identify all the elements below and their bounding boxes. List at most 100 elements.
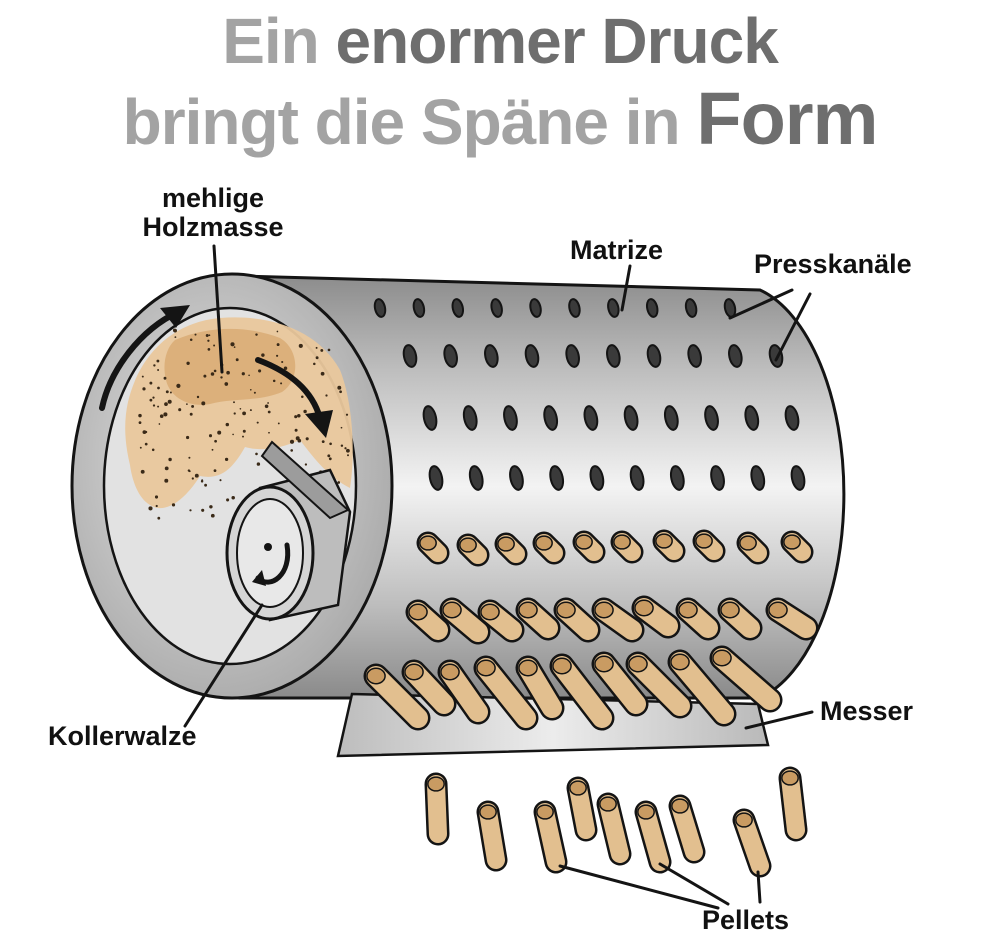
- pellet: [631, 595, 681, 639]
- presskanal-hole: [565, 344, 580, 368]
- presskanal-hole: [589, 465, 605, 491]
- presskanal-hole: [629, 465, 645, 491]
- wood-particles: [138, 328, 350, 520]
- presskanal-hole: [583, 405, 599, 431]
- pellet: [533, 800, 568, 874]
- presskanal-hole: [704, 405, 719, 431]
- pellet: [515, 597, 561, 641]
- presskanal-hole: [750, 465, 766, 491]
- matrize-drum: [238, 274, 846, 700]
- presskanal-hole: [669, 465, 685, 491]
- pellet: [591, 651, 649, 717]
- presskanal-hole: [710, 465, 725, 491]
- pellet: [553, 597, 601, 643]
- label-pellets: Pellets: [702, 905, 790, 935]
- presskanal-hole: [663, 405, 679, 431]
- label-mehlige-holzmasse: mehlige Holzmasse: [118, 184, 308, 242]
- pellet: [532, 531, 566, 565]
- presskanal-hole: [509, 465, 524, 491]
- pellet: [363, 663, 431, 731]
- presskanal-hole: [529, 298, 542, 318]
- label-matrize: Matrize: [570, 235, 664, 265]
- pellet: [625, 651, 693, 719]
- presskanal-hole: [606, 344, 621, 368]
- pellet: [456, 533, 490, 567]
- pellet: [634, 800, 672, 874]
- presskanal-hole: [784, 405, 800, 431]
- pellet: [515, 655, 565, 721]
- presskanal-hole: [462, 405, 478, 431]
- pellet: [692, 529, 726, 563]
- pellet: [765, 597, 819, 641]
- presskanal-hole: [373, 298, 387, 318]
- presskanal-hole: [646, 344, 662, 368]
- presskanal-hole: [607, 298, 620, 318]
- presskanal-hole: [451, 298, 465, 318]
- title-part-bringt: bringt die Späne in: [122, 86, 697, 158]
- presskanaele-holes: [373, 298, 806, 491]
- presskanal-hole: [744, 405, 760, 431]
- pellet: [549, 653, 615, 731]
- presskanal-hole: [543, 405, 559, 431]
- presskanal-hole: [645, 298, 659, 318]
- presskanal-hole: [549, 465, 565, 491]
- pellet: [473, 655, 539, 731]
- presskanal-hole: [490, 298, 503, 318]
- presskanal-hole: [484, 344, 499, 368]
- label-holzmasse-line-2: Holzmasse: [142, 212, 284, 242]
- pellet: [591, 597, 645, 643]
- pellet: [572, 530, 606, 564]
- presskanal-hole: [768, 344, 784, 368]
- pellet: [736, 531, 770, 565]
- falling-pellets: [424, 766, 808, 878]
- leader-lines: [183, 244, 814, 910]
- presskanal-hole: [443, 344, 458, 368]
- pellet: [717, 597, 763, 641]
- presskanal-hole: [428, 465, 444, 491]
- presskanal-hole: [468, 465, 484, 491]
- presskanal-hole: [422, 405, 438, 431]
- title-part-ein: Ein: [222, 5, 336, 77]
- pellet: [596, 792, 632, 866]
- pellet: [437, 659, 491, 725]
- presskanal-hole: [568, 298, 581, 318]
- kollerwalze-roller: [225, 440, 352, 622]
- pellet: [439, 597, 491, 645]
- pellet: [778, 766, 808, 842]
- pellet: [610, 530, 644, 564]
- label-holzmasse-line-1: mehlige: [161, 183, 265, 213]
- presskanal-hole: [524, 344, 540, 368]
- label-kollerwalze: Kollerwalze: [48, 721, 197, 751]
- pellet: [709, 645, 783, 713]
- presskanal-hole: [790, 465, 806, 491]
- presskanal-hole: [402, 344, 418, 368]
- pellet: [405, 599, 451, 643]
- wood-mass: [125, 317, 353, 520]
- pellet: [652, 529, 686, 563]
- pellet: [401, 659, 457, 717]
- pellet: [424, 772, 450, 846]
- presskanal-hole: [687, 344, 702, 368]
- rotation-arrows: [99, 305, 333, 438]
- label-presskanaele: Presskanäle: [754, 249, 912, 279]
- pellet: [668, 794, 706, 864]
- title-part-form: Form: [696, 77, 878, 160]
- emerging-pellets: [363, 529, 819, 731]
- pellet: [732, 808, 772, 878]
- pellet: [477, 599, 525, 643]
- pellet: [566, 776, 598, 842]
- title-part-enormer-druck: enormer Druck: [335, 5, 779, 77]
- title-line-1: Ein enormer Druck: [0, 4, 1000, 78]
- pellet: [476, 800, 508, 872]
- pellet: [416, 531, 450, 565]
- pellet: [667, 649, 737, 727]
- pellet: [780, 530, 814, 564]
- pellet: [675, 597, 721, 641]
- presskanal-hole: [412, 298, 426, 318]
- presskanal-hole: [728, 344, 743, 368]
- label-messer: Messer: [820, 696, 914, 726]
- presskanal-hole: [623, 405, 639, 431]
- title-line-2: bringt die Späne in Form: [0, 76, 1000, 161]
